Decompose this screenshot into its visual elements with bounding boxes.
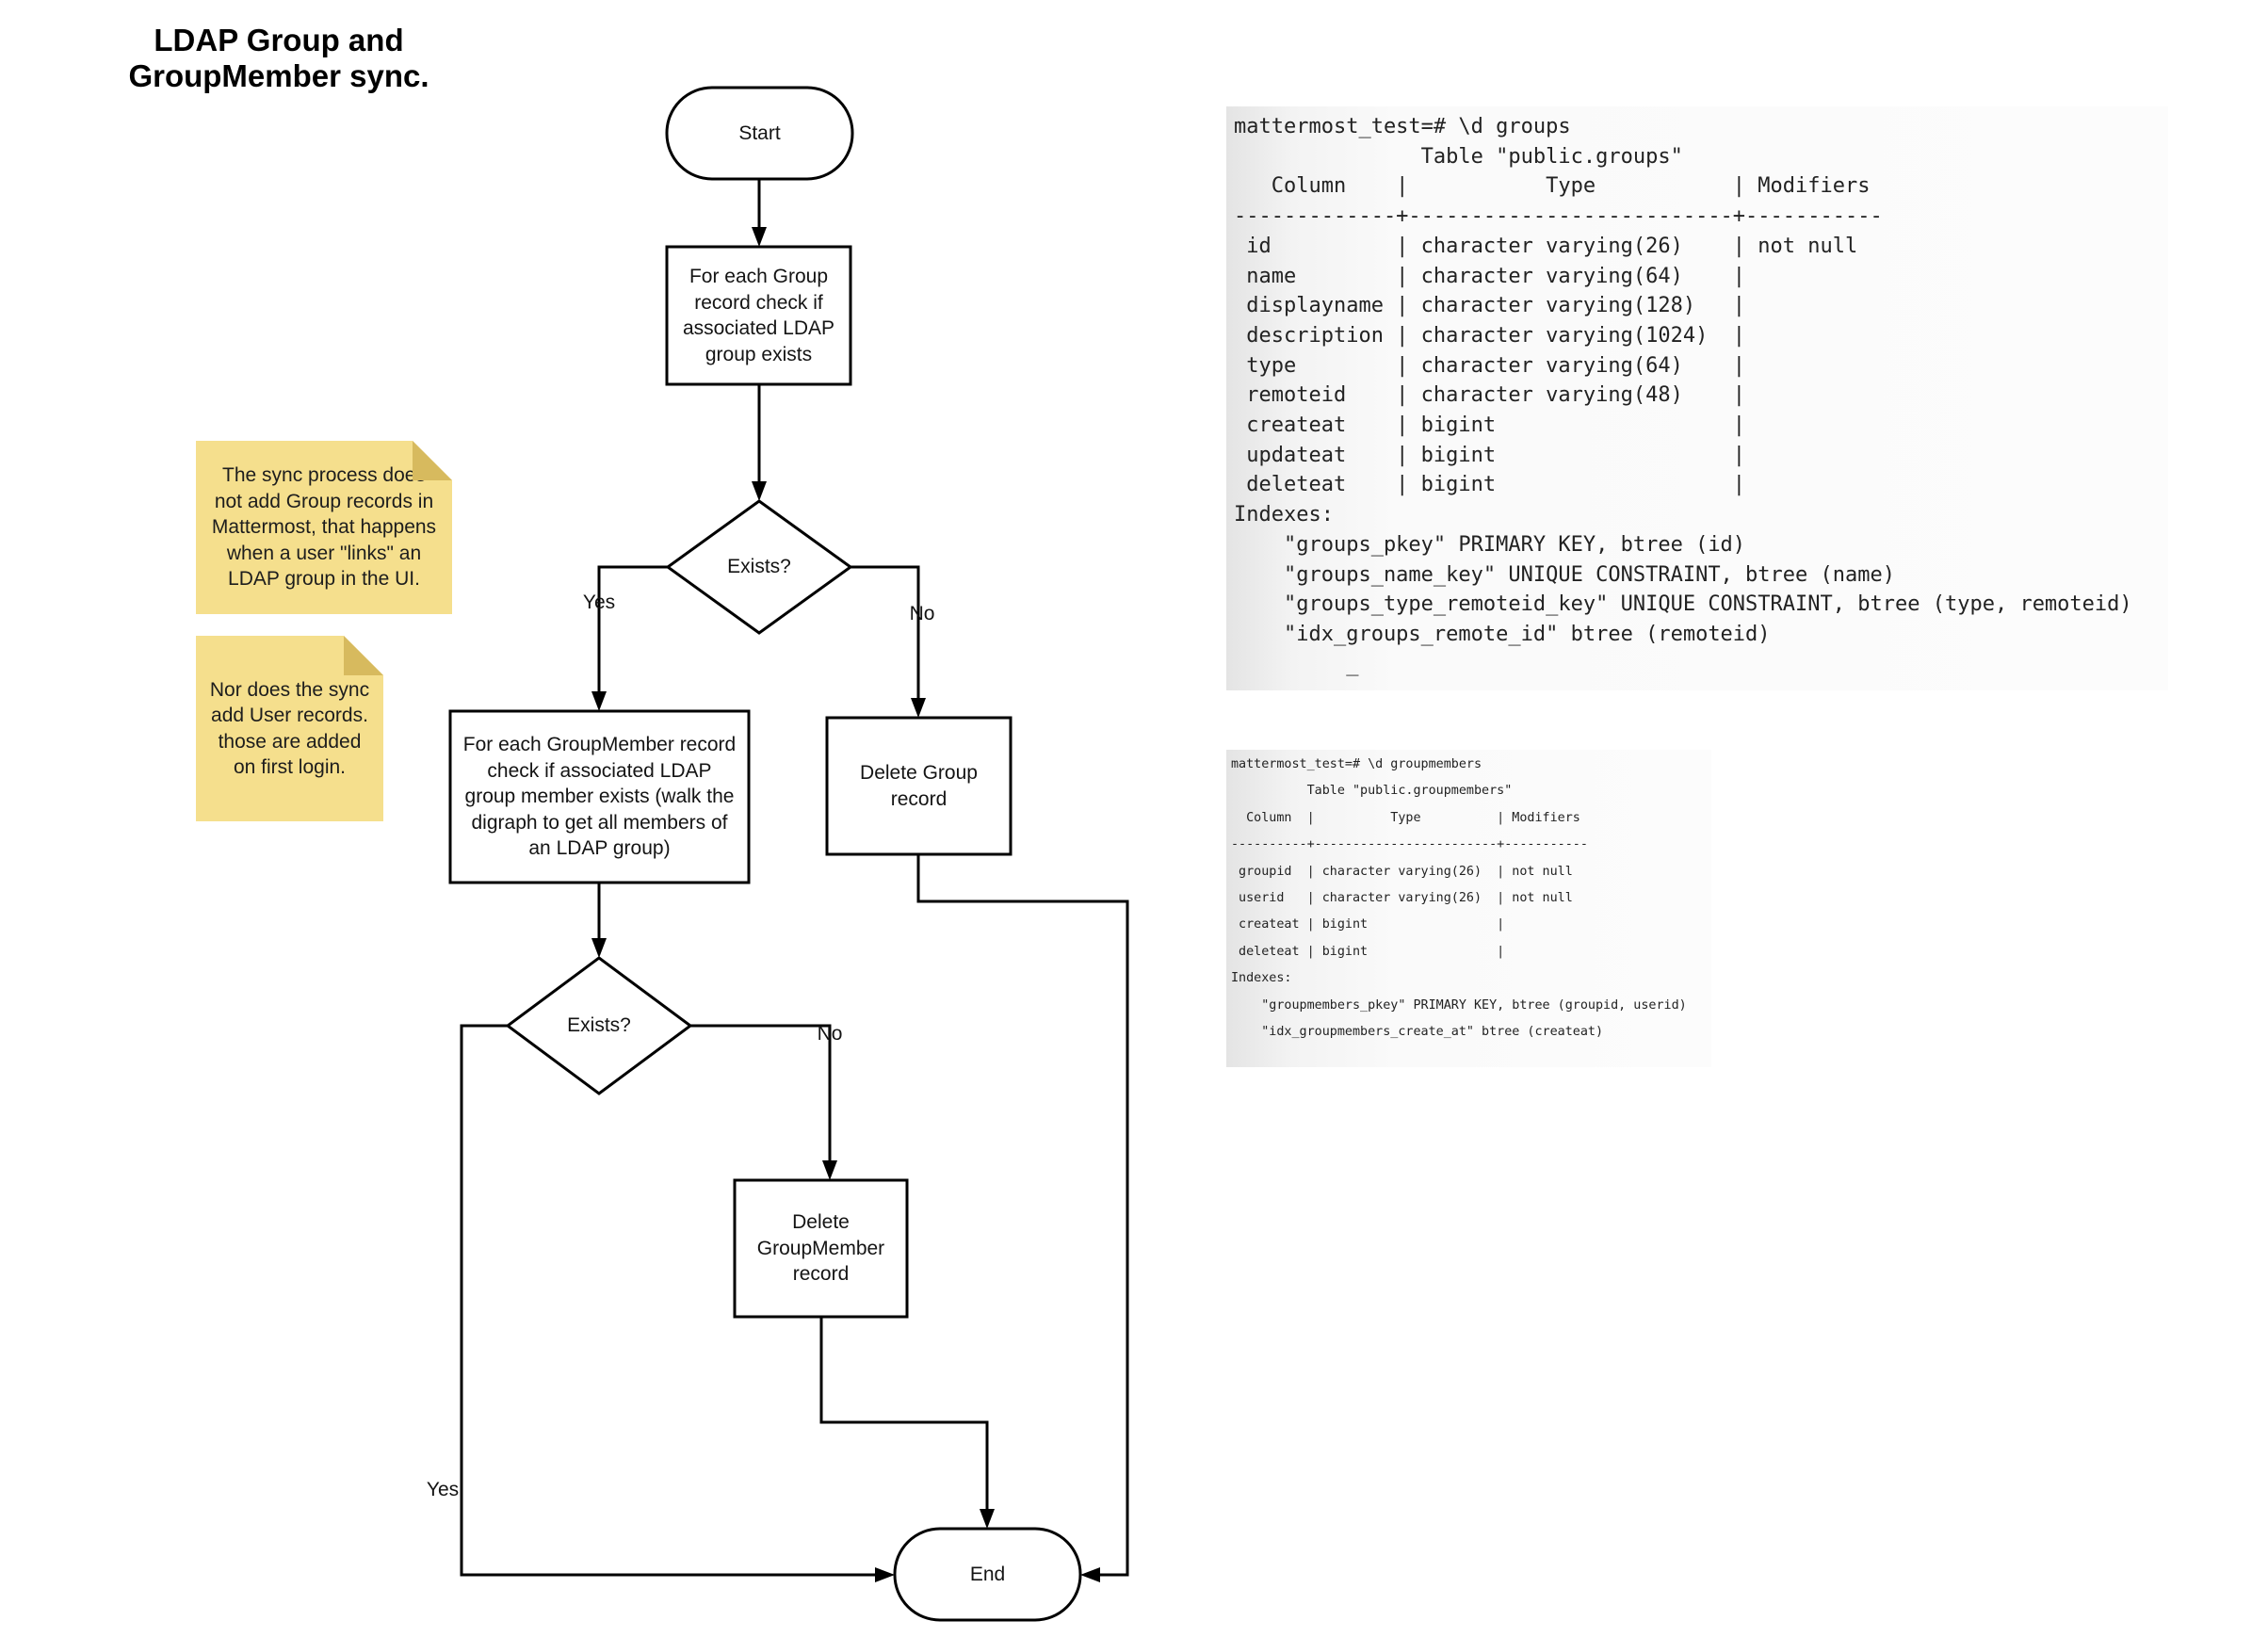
arrowhead xyxy=(875,1567,895,1582)
edge-delete-groupmember-to-end xyxy=(819,1317,989,1525)
arrowhead xyxy=(1080,1567,1100,1582)
edge-label-exists-group-no: No xyxy=(909,603,935,624)
check-group-node-label: For each Group record check if associate… xyxy=(682,266,835,365)
page-title: LDAP Group and GroupMember sync. xyxy=(128,23,429,93)
flowchart-edges xyxy=(460,179,1129,1577)
arrowhead xyxy=(752,481,767,501)
arrowheads xyxy=(591,227,1100,1582)
check-groupmember-node-label: For each GroupMember record check if ass… xyxy=(462,734,737,860)
arrowhead xyxy=(911,698,926,718)
edge-delete-group-to-end xyxy=(916,854,1129,1577)
flowchart-nodes xyxy=(448,86,1082,1622)
arrowhead xyxy=(822,1160,837,1180)
check-groupmember-node-shape xyxy=(448,709,751,884)
start-node-shape xyxy=(665,86,854,181)
exists-group-diamond-shape xyxy=(665,499,853,635)
arrowhead xyxy=(591,938,607,958)
edge-label-exists-group-yes: Yes xyxy=(582,592,616,613)
end-node-shape xyxy=(893,1527,1082,1622)
exists-groupmember-diamond-shape xyxy=(505,956,693,1095)
delete-group-node-shape xyxy=(825,716,1012,856)
delete-groupmember-node-label: Delete GroupMember record xyxy=(756,1211,885,1286)
arrowhead xyxy=(591,691,607,711)
delete-group-node-label: Delete Group record xyxy=(860,762,978,810)
edge-label-exists-groupmember-no: No xyxy=(817,1023,843,1045)
edge-exists-group-yes xyxy=(597,565,668,707)
exists-group-diamond-label: Exists? xyxy=(727,556,791,578)
edge-label-exists-groupmember-yes: Yes xyxy=(426,1479,460,1500)
end-node-label: End xyxy=(969,1563,1006,1585)
psql-groupmembers-console: mattermost_test=# \d groupmembers Table … xyxy=(1226,750,1711,1067)
arrowhead xyxy=(980,1509,995,1529)
psql-groups-console: mattermost_test=# \d groups Table "publi… xyxy=(1226,106,2168,690)
check-group-node-shape xyxy=(665,245,852,386)
sticky-note-sync-groups: The sync process does not add Group reco… xyxy=(196,441,452,614)
edge-exists-group-no xyxy=(850,565,920,714)
edge-exists-groupmember-no xyxy=(690,1024,832,1176)
exists-groupmember-diamond-label: Exists? xyxy=(567,1014,631,1037)
arrowhead xyxy=(752,227,767,247)
delete-groupmember-node-shape xyxy=(733,1178,909,1319)
start-node-label: Start xyxy=(738,122,781,144)
edge-exists-groupmember-yes-to-end xyxy=(460,1024,891,1577)
